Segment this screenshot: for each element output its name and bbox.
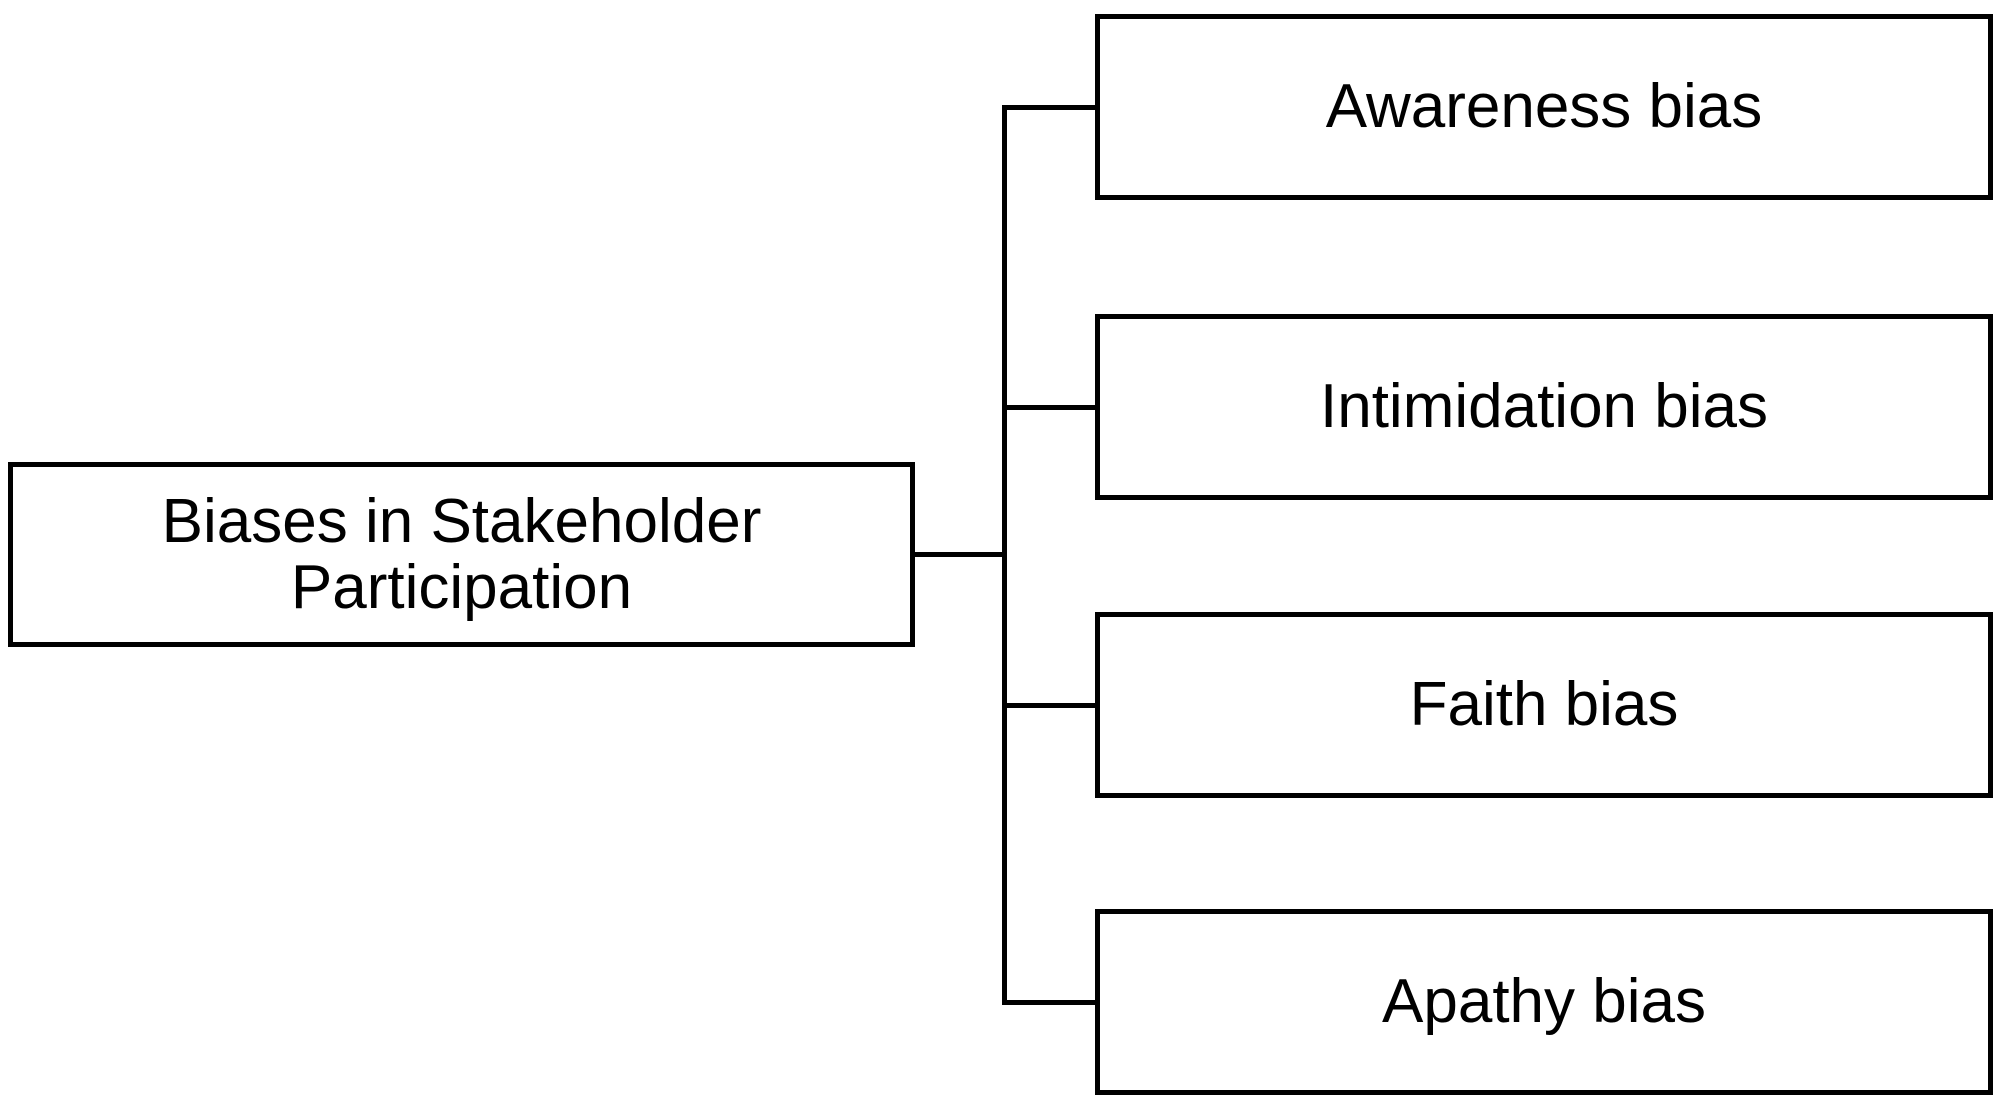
child-node-label: Faith bias — [1409, 670, 1679, 740]
connector-root-stem — [913, 552, 1007, 557]
root-node-label: Biases in Stakeholder Participation — [161, 487, 762, 622]
child-node-label: Apathy bias — [1382, 967, 1706, 1037]
child-node-label: Awareness bias — [1325, 72, 1763, 142]
root-node-biases-in-stakeholder-participation: Biases in Stakeholder Participation — [8, 462, 915, 647]
child-node-faith-bias: Faith bias — [1095, 612, 1993, 798]
connector-branch-intimidation — [1004, 405, 1095, 410]
connector-trunk — [1002, 105, 1007, 1005]
connector-branch-faith — [1004, 703, 1095, 708]
child-node-label: Intimidation bias — [1319, 372, 1769, 442]
child-node-awareness-bias: Awareness bias — [1095, 14, 1993, 200]
child-node-apathy-bias: Apathy bias — [1095, 909, 1993, 1095]
connector-branch-awareness — [1004, 105, 1095, 110]
child-node-intimidation-bias: Intimidation bias — [1095, 314, 1993, 500]
connector-branch-apathy — [1004, 1000, 1095, 1005]
